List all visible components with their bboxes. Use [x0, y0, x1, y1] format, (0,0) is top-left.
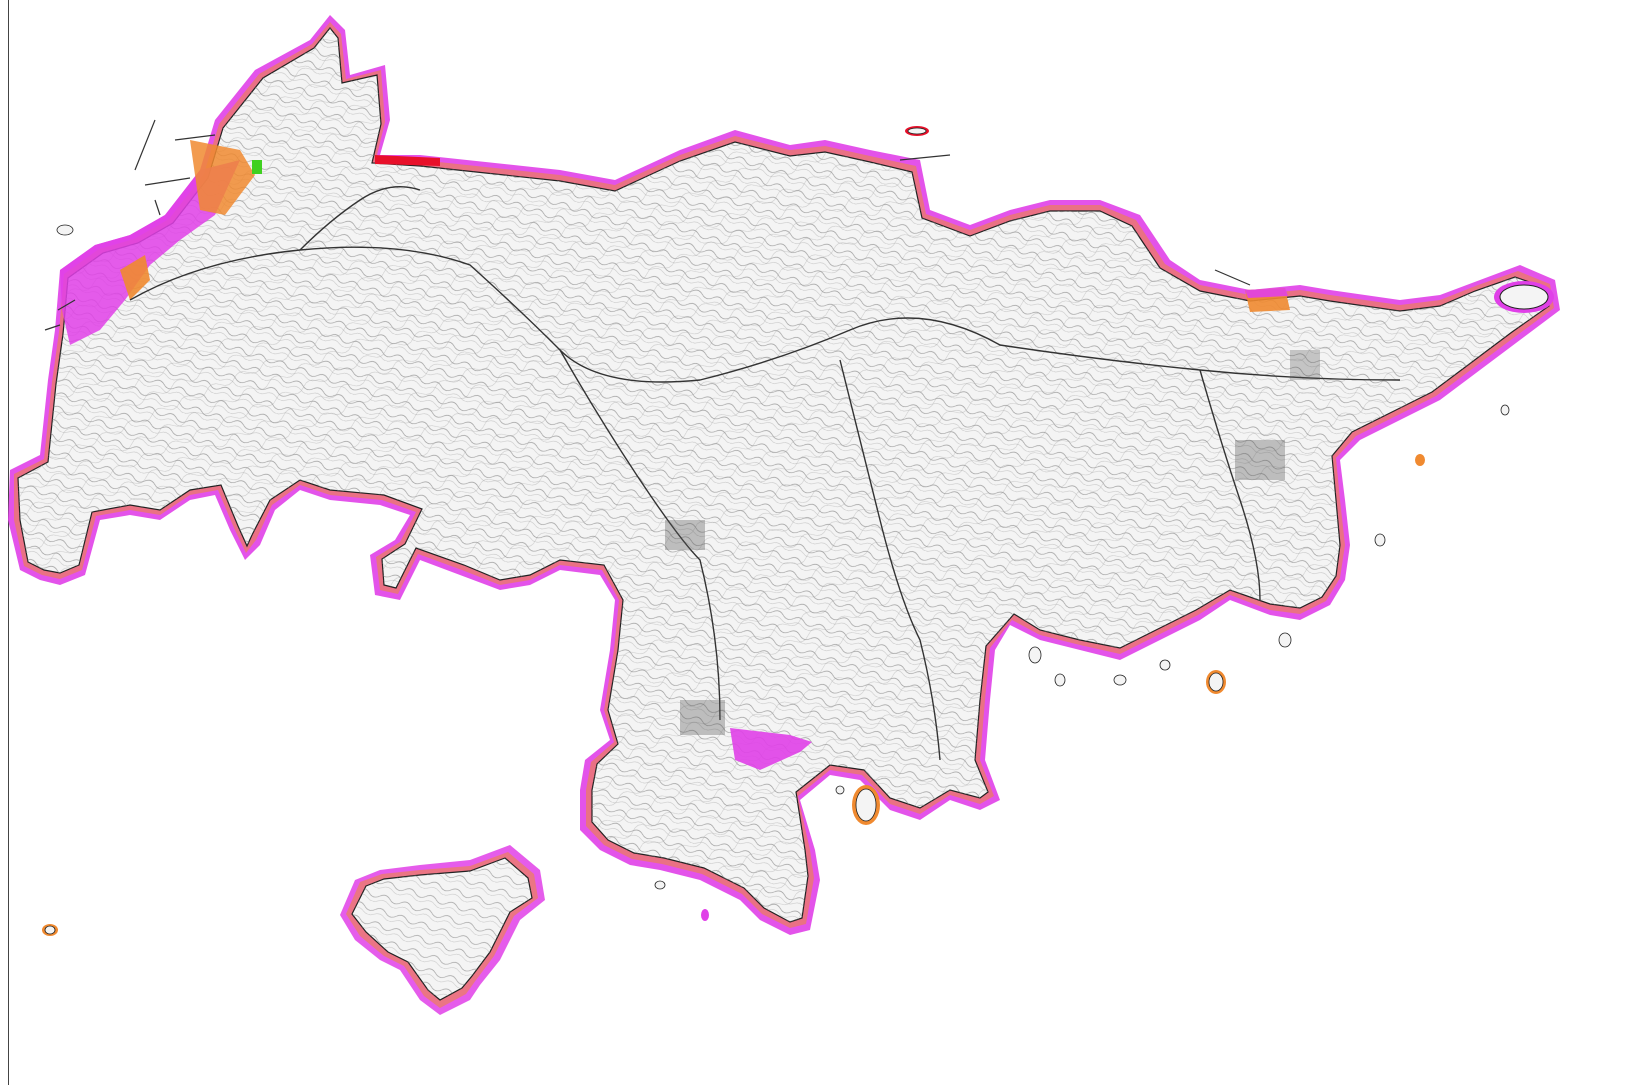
settlements: [665, 350, 1320, 735]
red-coast-segment: [375, 155, 440, 166]
islet: [654, 404, 1510, 921]
islet: [1206, 670, 1226, 694]
southwest-island: [340, 845, 545, 1015]
islet: [1494, 281, 1554, 313]
land-mass: [17, 27, 1550, 923]
islet: [905, 126, 929, 136]
map-border-line: [8, 0, 9, 1085]
islets: [42, 126, 1554, 936]
islet: [42, 924, 58, 936]
bay-hazard-south: [730, 288, 1290, 770]
breakwaters: [44, 119, 1251, 331]
harbor-town-west: [60, 140, 262, 345]
islet: [56, 224, 74, 236]
islet: [852, 785, 880, 825]
road-network: [129, 185, 1401, 761]
